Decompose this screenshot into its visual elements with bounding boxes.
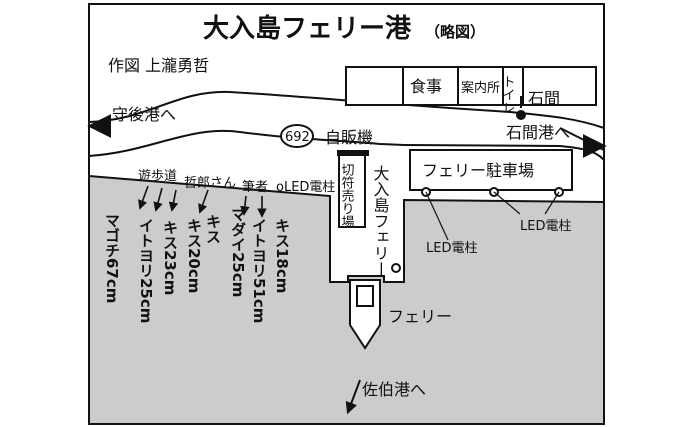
info-label: 案内所 (461, 80, 500, 96)
ishima-label: 石間 (528, 89, 560, 108)
catch-label: イトヨリ25cm (137, 218, 155, 323)
toilet-box (502, 66, 524, 106)
ticket-label: 切符売り場 (339, 163, 355, 228)
ishima-marker (516, 110, 526, 120)
saiki-port-label: 佐伯港へ (362, 380, 426, 399)
catch-label: キス23cm (161, 220, 179, 295)
catch-label: イトヨリ51cm (250, 218, 268, 323)
ishima-port-label: 石間港へ (506, 123, 570, 142)
led-pole-label-small: oLED電柱 (276, 180, 335, 195)
catch-label: キス (204, 214, 222, 244)
parking-label: フェリー駐車場 (422, 161, 534, 180)
promenade-label: 遊歩道 (138, 169, 177, 184)
restaurant-label: 食事 (410, 77, 442, 96)
vending-machine-icon (337, 150, 369, 156)
map-title: 大入島フェリー港 (203, 14, 412, 44)
catch-label: キス18cm (273, 218, 291, 293)
author-spot-label: 筆者 (242, 180, 268, 195)
toilet-label: トイレ (500, 75, 515, 114)
map-subtitle: （略図） (425, 23, 485, 41)
catch-label: マゴチ67cm (103, 213, 121, 303)
sea (88, 174, 605, 425)
catch-label: マダイ25cm (229, 207, 247, 297)
route-692-sign (280, 124, 314, 148)
parking-area (409, 149, 573, 191)
route-692-label: 692 (285, 130, 310, 145)
ferry-label: フェリー (388, 307, 452, 326)
ferry-cabin (356, 285, 374, 307)
led-pole-label-2: LED電柱 (520, 219, 571, 234)
arrow-saiki (345, 379, 361, 415)
led-pole-label-1: LED電柱 (426, 241, 477, 256)
ticket-booth (338, 154, 366, 228)
tetsuro-label: 哲郎さん (184, 176, 236, 191)
road-upper (88, 90, 605, 129)
author-credit: 作図 上瀧勇哲 (108, 56, 209, 75)
restaurant-box (402, 66, 459, 106)
road-lower (88, 129, 405, 157)
vending-label: 自販機 (325, 128, 373, 147)
catch-label: キス20cm (185, 218, 203, 293)
led-poles (391, 187, 564, 273)
ferry-terminal-label: 大入島フェリー (371, 165, 390, 277)
moriato-port-label: 守後港へ (112, 105, 176, 124)
catch-arrows (138, 185, 267, 218)
led-leader-lines (425, 191, 560, 241)
